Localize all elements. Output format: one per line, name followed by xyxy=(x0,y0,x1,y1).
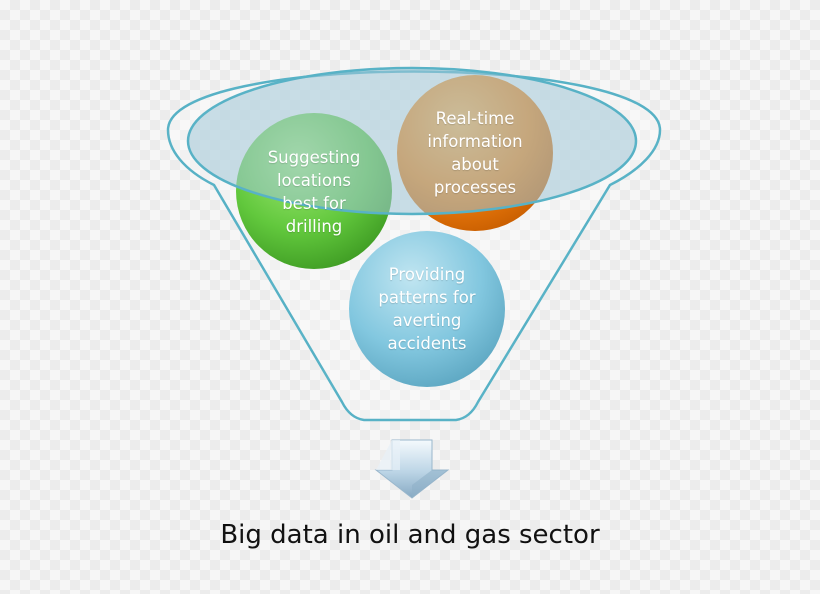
label-realtime: Real-time information about processes xyxy=(427,109,523,197)
label-drilling: Suggesting locations best for drilling xyxy=(267,148,361,236)
diagram-caption: Big data in oil and gas sector xyxy=(220,520,600,550)
funnel-top-ellipse xyxy=(186,66,638,216)
down-arrow-icon xyxy=(374,439,450,499)
circle-patterns xyxy=(349,231,505,387)
label-patterns: Providing patterns for averting accident… xyxy=(378,265,476,353)
